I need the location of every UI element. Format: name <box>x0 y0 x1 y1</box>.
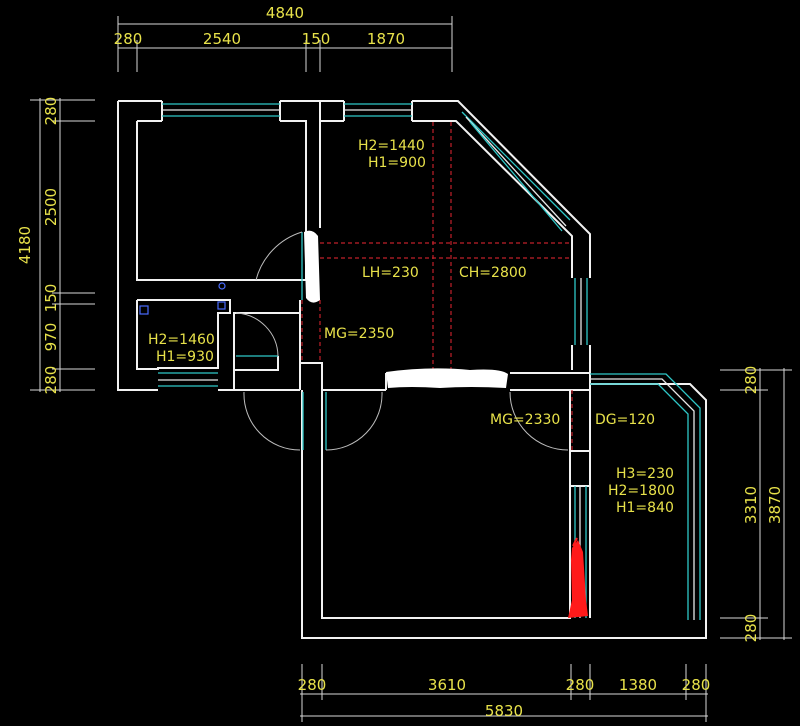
annotation-lh: LH=230 <box>362 265 419 281</box>
annotation-balcony-h2: H2=1800 <box>608 483 675 499</box>
annotation-living-h1: H1=900 <box>368 155 426 171</box>
annotation-balcony-h1: H1=840 <box>616 500 674 516</box>
dim-bottom-280-c: 280 <box>682 676 711 694</box>
dim-left-total: 4180 <box>16 226 34 264</box>
dim-left-970: 970 <box>42 323 60 352</box>
annotation-balcony-h3: H3=230 <box>616 466 674 482</box>
top-dimension-lines <box>117 16 453 72</box>
dim-left-2500: 2500 <box>42 188 60 226</box>
blue-markers <box>139 282 226 315</box>
dim-bottom-total: 5830 <box>485 702 523 720</box>
annotation-ch: CH=2800 <box>459 265 527 281</box>
dim-top-150: 150 <box>302 30 331 48</box>
dim-top-2540: 2540 <box>203 30 241 48</box>
right-dimension-lines <box>720 368 792 640</box>
dim-left-280-top: 280 <box>42 97 60 126</box>
annotation-small-h1: H1=930 <box>156 349 214 365</box>
dim-bottom-280-b: 280 <box>566 676 595 694</box>
left-dimension-lines <box>30 98 95 392</box>
walls <box>117 100 707 639</box>
dim-right-280-bottom: 280 <box>742 614 760 643</box>
dim-top-total: 4840 <box>266 4 304 22</box>
dim-bottom-1380: 1380 <box>619 676 657 694</box>
dim-right-3310: 3310 <box>742 486 760 524</box>
ceiling-guide-lines <box>301 122 573 451</box>
annotation-mg-2330: MG=2330 <box>490 412 560 428</box>
dim-left-150: 150 <box>42 284 60 313</box>
dim-bottom-280-a: 280 <box>298 676 327 694</box>
annotation-living-h2: H2=1440 <box>358 138 425 154</box>
dim-right-3870: 3870 <box>766 486 784 524</box>
annotation-dg: DG=120 <box>595 412 655 428</box>
bottom-dimension-lines <box>300 664 708 722</box>
annotation-mg-2350: MG=2350 <box>324 326 394 342</box>
dim-right-280-top: 280 <box>742 366 760 395</box>
dim-bottom-3610: 3610 <box>428 676 466 694</box>
dim-top-1870: 1870 <box>367 30 405 48</box>
windows <box>158 103 701 620</box>
door-swings <box>235 231 569 451</box>
dim-top-280: 280 <box>114 30 143 48</box>
red-marker-scribble <box>568 537 588 618</box>
white-redaction-marks <box>304 230 508 388</box>
annotation-small-h2: H2=1460 <box>148 332 215 348</box>
dim-left-280-bottom: 280 <box>42 366 60 395</box>
